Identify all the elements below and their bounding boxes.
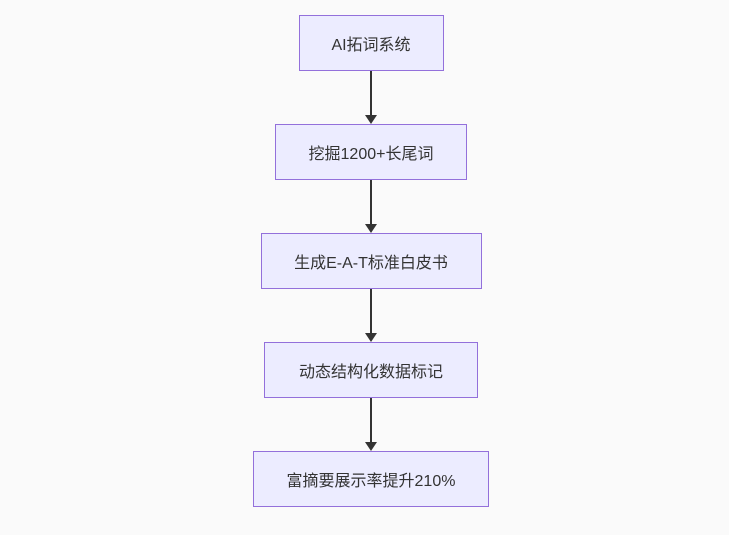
flow-edge-1 [365, 71, 377, 124]
flowchart: AI拓词系统 挖掘1200+长尾词 生成E-A-T标准白皮书 动态结构化数据标记 [253, 15, 489, 507]
arrow-line [370, 289, 372, 333]
flow-edge-4 [365, 398, 377, 451]
arrow-down-icon [365, 333, 377, 342]
arrow-down-icon [365, 224, 377, 233]
flow-node-label: AI拓词系统 [331, 37, 411, 54]
flow-node-structured-data: 动态结构化数据标记 [264, 342, 478, 398]
arrow-down-icon [365, 442, 377, 451]
flow-edge-2 [365, 180, 377, 233]
arrow-down-icon [365, 115, 377, 124]
flow-node-label: 动态结构化数据标记 [298, 364, 443, 381]
flow-node-label: 富摘要展示率提升210% [286, 473, 456, 490]
arrow-line [370, 71, 372, 115]
flow-node-eat-whitepaper: 生成E-A-T标准白皮书 [260, 233, 482, 289]
arrow-line [370, 398, 372, 442]
arrow-line [370, 180, 372, 224]
flow-node-rich-snippet-result: 富摘要展示率提升210% [253, 451, 489, 507]
flow-edge-3 [365, 289, 377, 342]
flow-node-label: 生成E-A-T标准白皮书 [294, 255, 448, 272]
flow-node-ai-system: AI拓词系统 [298, 15, 444, 71]
flow-node-label: 挖掘1200+长尾词 [308, 146, 434, 163]
flow-node-longtail-mining: 挖掘1200+长尾词 [275, 124, 467, 180]
